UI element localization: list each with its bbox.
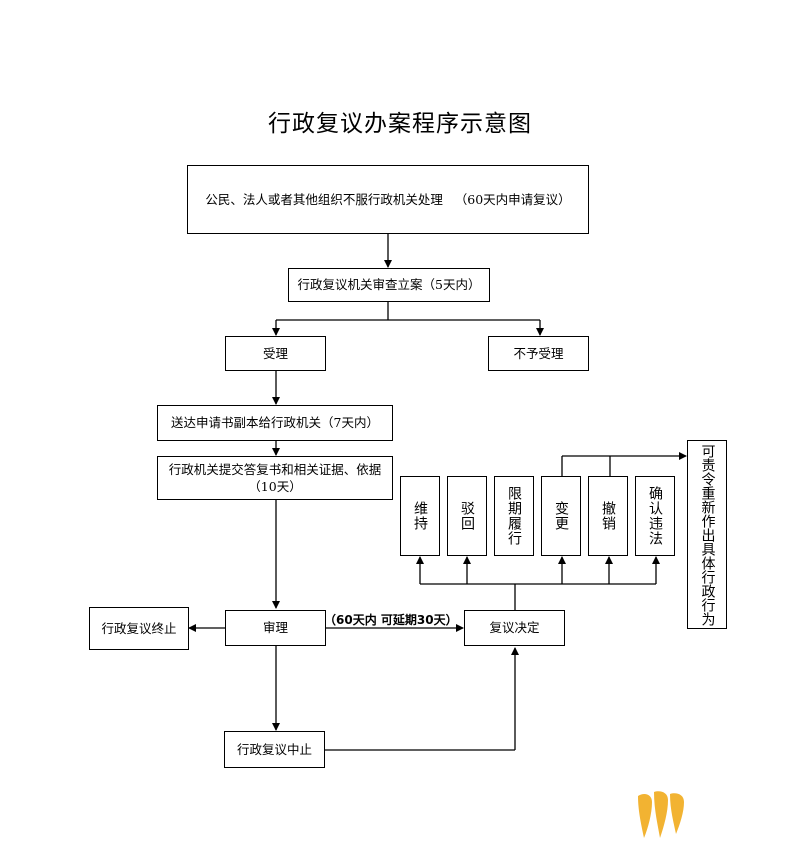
logo-mark [638,791,684,838]
node-accept-label: 受理 [262,345,288,361]
node-decision-label: 复议决定 [489,620,540,635]
node-accept: 受理 [225,336,326,371]
node-terminate-label: 行政复议终止 [101,620,177,636]
node-review: 行政复议机关审查立案（5天内） [288,268,490,302]
node-redo: 可责令重新作出具体行政行为 [687,440,727,629]
logo-stroke-2 [654,791,668,838]
node-reject: 不予受理 [488,336,589,371]
outcome-confirm-illegal-label: 确认违法 [647,486,663,546]
outcome-confirm-illegal: 确认违法 [635,476,675,556]
node-deliver-label: 送达申请书副本给行政机关（7天内） [171,415,379,430]
outcome-change-label: 变更 [553,501,569,531]
node-reply-label-line1: 行政机关提交答复书和相关证据、依据 [168,462,382,477]
node-redo-label: 可责令重新作出具体行政行为 [699,443,716,626]
node-suspend: 行政复议中止 [224,731,325,768]
node-suspend-label: 行政复议中止 [236,741,312,757]
deadline-note: （60天内 可延期30天） [324,613,458,627]
node-decision: 复议决定 [464,610,565,646]
logo-stroke-1 [638,794,652,838]
node-reject-label: 不予受理 [513,345,564,361]
node-review-label: 行政复议机关审查立案（5天内） [297,277,481,292]
node-apply-label: 公民、法人或者其他组织不服行政机关处理 （60天内申请复议） [205,191,571,207]
node-deliver: 送达申请书副本给行政机关（7天内） [157,405,393,441]
outcome-deadline-perform-label: 限期履行 [506,486,522,546]
node-hearing-label: 审理 [262,620,288,635]
logo-stroke-3 [670,793,684,834]
outcome-uphold: 维持 [400,476,440,556]
outcome-revoke: 撤销 [588,476,628,556]
page-title: 行政复议办案程序示意图 [268,111,532,137]
node-reply: 行政机关提交答复书和相关证据、依据 （10天） [157,456,393,500]
outcome-deadline-perform: 限期履行 [494,476,534,556]
outcome-uphold-label: 维持 [412,501,428,531]
node-hearing: 审理 [225,610,326,646]
outcome-revoke-label: 撤销 [600,501,616,531]
outcome-dismiss: 驳回 [447,476,487,556]
outcome-dismiss-label: 驳回 [459,501,475,531]
node-reply-label-line2: （10天） [248,479,302,494]
node-terminate: 行政复议终止 [89,607,189,650]
node-apply: 公民、法人或者其他组织不服行政机关处理 （60天内申请复议） [187,165,589,234]
outcome-change: 变更 [541,476,581,556]
